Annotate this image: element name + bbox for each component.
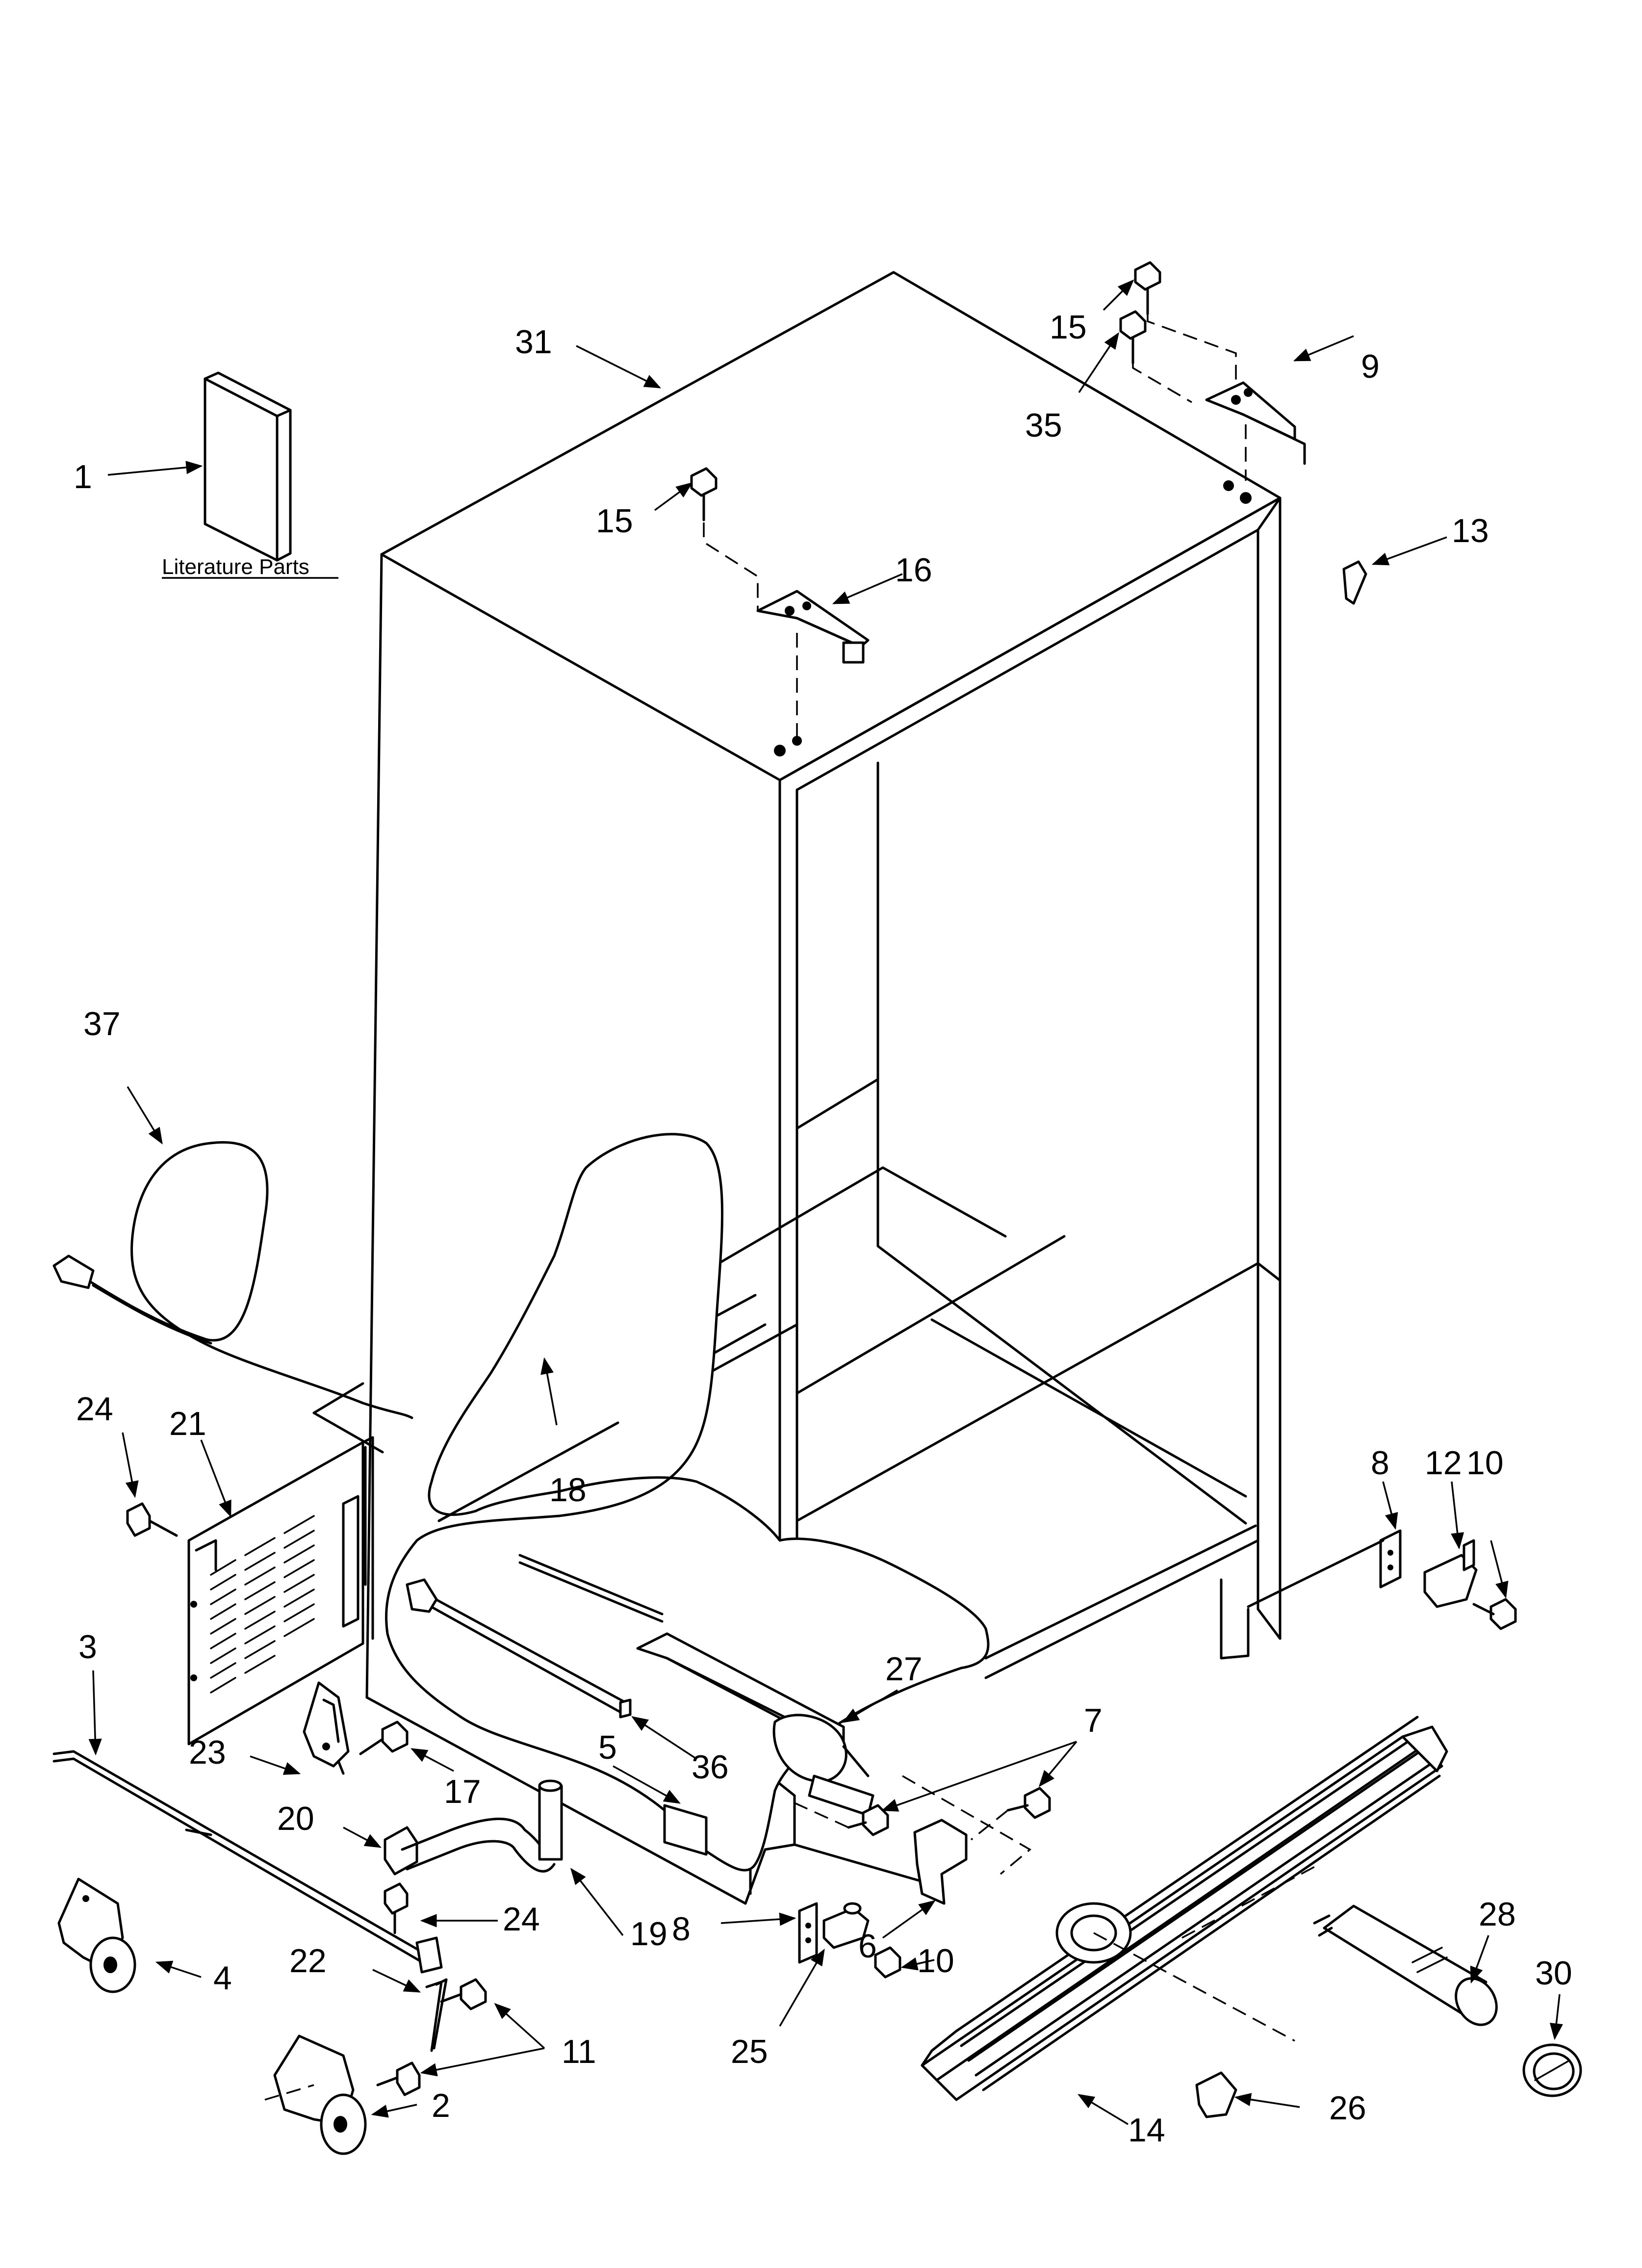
callout-3: 3	[78, 1628, 97, 1666]
callout-9: 9	[1361, 348, 1380, 385]
callout-26: 26	[1329, 2089, 1366, 2127]
callout-leaders	[88, 279, 1563, 2125]
callout-23: 23	[189, 1734, 226, 1771]
front-roller-screw	[376, 2061, 421, 2096]
callout-36: 36	[692, 1748, 729, 1786]
callout-15-right: 15	[1050, 309, 1087, 346]
callout-12: 12	[1425, 1444, 1462, 1482]
bracket-screw	[359, 1721, 409, 1755]
callout-27: 27	[885, 1650, 923, 1688]
callout-20: 20	[277, 1800, 314, 1837]
water-tube	[52, 1141, 413, 1419]
callout-14: 14	[1128, 2112, 1165, 2149]
assembly-lines	[703, 314, 1320, 2042]
top-hinge-screws	[690, 261, 1161, 521]
callout-8-center: 8	[672, 1910, 691, 1948]
serial-label	[663, 1804, 708, 1856]
bottom-hinge-center	[798, 1902, 901, 1979]
callout-10-right: 10	[1466, 1444, 1504, 1482]
roller-screw	[440, 1978, 487, 2010]
callout-37: 37	[83, 1005, 121, 1043]
callout-1: 1	[74, 458, 92, 495]
callout-7: 7	[1084, 1702, 1103, 1739]
callout-10-center: 10	[917, 1942, 954, 1980]
callout-25: 25	[731, 2033, 768, 2070]
callout-15-center: 15	[596, 502, 633, 540]
callout-5: 5	[598, 1729, 617, 1766]
drain-screw	[384, 1882, 409, 1934]
callout-21: 21	[169, 1405, 206, 1442]
drain-bracket	[303, 1681, 350, 1775]
callout-17: 17	[444, 1773, 481, 1810]
literature-booklet	[204, 371, 292, 562]
door-stop-clip	[1342, 560, 1367, 605]
water-filter	[1313, 1904, 1498, 2026]
water-inlet-assembly	[636, 1632, 874, 1817]
leveling-rod	[52, 1750, 443, 1974]
guard-screws	[847, 1787, 1051, 1836]
screw-grille	[126, 1502, 178, 1537]
cabinet-interior-details	[437, 1421, 664, 1623]
callout-13: 13	[1452, 512, 1489, 549]
callout-6: 6	[858, 1928, 877, 1965]
roller-pin	[425, 1978, 448, 2052]
grille-bracket	[913, 1819, 968, 1905]
callout-22: 22	[289, 1942, 327, 1980]
drain-hose	[401, 1779, 563, 1873]
drain-hose-clip	[384, 1826, 418, 1876]
toe-grille	[921, 1716, 1448, 2101]
fill-tube	[406, 1578, 632, 1719]
top-hinge-center	[756, 590, 870, 756]
callout-11: 11	[562, 2033, 596, 2070]
callout-19: 19	[630, 1915, 667, 1953]
bottom-hinge-right	[1247, 1529, 1517, 1630]
top-hinge-right	[1205, 381, 1306, 504]
literature-caption: Literature Parts	[162, 555, 309, 579]
callout-24-top: 24	[76, 1390, 113, 1428]
grille-clip	[1195, 2071, 1237, 2118]
callout-8-right: 8	[1371, 1444, 1389, 1482]
callout-30: 30	[1535, 1955, 1572, 1992]
callout-31: 31	[515, 323, 552, 361]
front-roller	[264, 2034, 367, 2155]
callout-24-bottom: 24	[503, 1901, 540, 1938]
insulation-cutaway	[385, 1133, 990, 1872]
callout-35: 35	[1025, 407, 1062, 444]
filter-cap	[1522, 2043, 1582, 2097]
callout-labels: 1 31 15 16 15 35 9 13 37 18 24 21 3 23 1…	[74, 309, 1572, 2149]
callout-28: 28	[1479, 1896, 1516, 1933]
rear-roller	[57, 1877, 136, 1993]
machine-compartment-grille	[187, 1436, 374, 1746]
callout-16: 16	[895, 551, 932, 589]
callout-18: 18	[549, 1471, 587, 1509]
callout-2: 2	[432, 2087, 450, 2124]
callout-4: 4	[213, 1959, 232, 1997]
